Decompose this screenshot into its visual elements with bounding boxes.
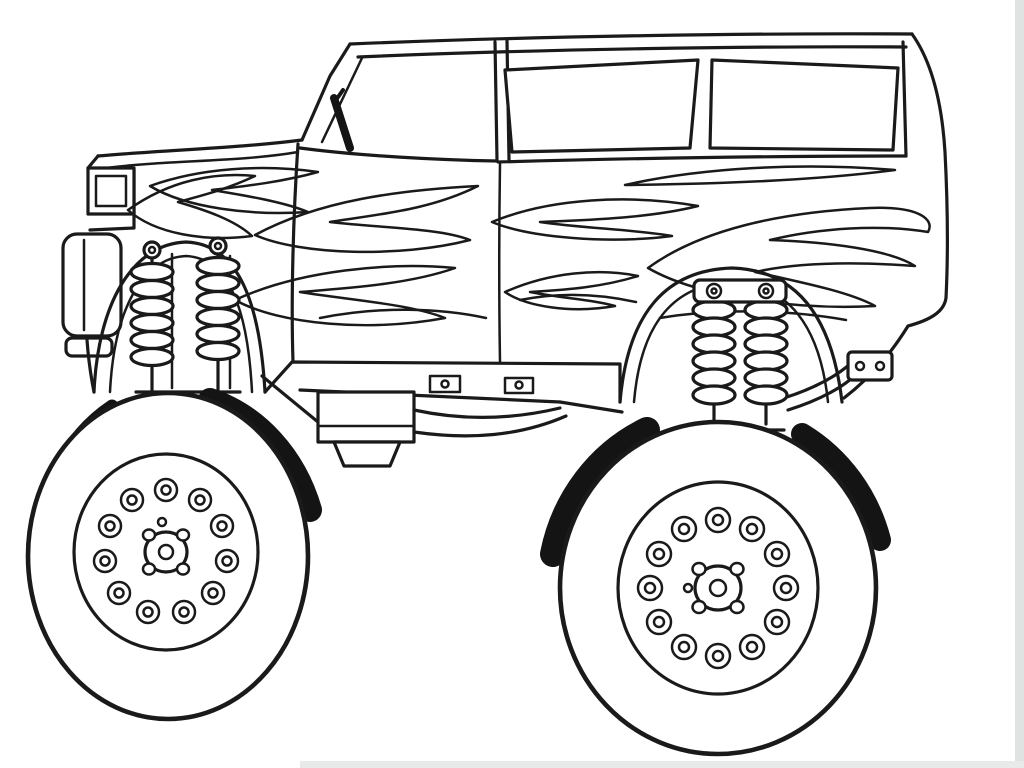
flame-accent-2 xyxy=(518,293,638,304)
flame-rear-top xyxy=(623,165,897,187)
rear-mount-bolt-2 xyxy=(757,282,775,300)
flame-mid-body xyxy=(490,198,700,241)
front-wheel xyxy=(25,390,311,722)
roof-line-outer xyxy=(348,32,914,46)
roof-line-inner xyxy=(356,45,908,59)
rear-suspension xyxy=(691,278,789,432)
cross-member-upper xyxy=(412,406,562,419)
front-face xyxy=(86,154,100,170)
mirror-stroke xyxy=(330,94,354,152)
frame-bracket-1 xyxy=(428,374,462,394)
rocker-line xyxy=(263,360,622,404)
front-suspension xyxy=(129,236,242,394)
front-mount-1 xyxy=(142,240,162,260)
rear-wheel-shadow-right xyxy=(791,423,891,551)
scan-edge-right xyxy=(1015,0,1024,768)
flame-mid-lower xyxy=(503,270,640,311)
a-pillar-inner xyxy=(320,56,364,144)
cross-member-lower xyxy=(412,414,568,438)
front-bumper xyxy=(61,232,123,338)
undercarriage xyxy=(260,350,894,468)
rear-mount-bolt-1-inner xyxy=(710,287,718,295)
flame-decals xyxy=(126,165,931,327)
side-window-rear xyxy=(708,58,900,152)
b-pillar-front xyxy=(493,40,499,162)
beltline-front xyxy=(298,146,499,163)
rear-mount-bolt-1 xyxy=(705,282,723,300)
rear-bracket-bolt-2 xyxy=(874,360,886,372)
front-hub xyxy=(141,516,191,576)
frame-bracket-2 xyxy=(503,376,535,395)
front-coil-spring-1 xyxy=(129,261,175,368)
flame-front-fender xyxy=(126,173,257,240)
headlight-inner xyxy=(94,174,128,208)
rear-wheel-arch-outer xyxy=(618,266,844,404)
front-wheel-arch-outer xyxy=(92,240,267,394)
front-lug-nuts xyxy=(92,477,240,625)
transfer-case xyxy=(316,390,416,444)
rear-hub xyxy=(682,561,745,615)
rear-wheel-shadow-left xyxy=(540,417,660,567)
rear-mount-bolt-2-inner xyxy=(762,287,770,295)
beltline-rear xyxy=(496,154,908,164)
rear-slope xyxy=(906,32,949,328)
front-mount-2 xyxy=(208,236,228,256)
rear-bracket-bolt-1 xyxy=(854,360,866,372)
front-coil-spring-2 xyxy=(195,255,241,362)
front-mount-1-bolt xyxy=(147,245,157,255)
rear-lug-nuts xyxy=(636,506,800,670)
flame-hood xyxy=(148,166,320,215)
door-seam xyxy=(498,162,502,364)
rear-wheel xyxy=(557,419,879,757)
flame-door-lower xyxy=(233,264,457,327)
flame-rear-quarter xyxy=(646,206,931,308)
driveshaft xyxy=(558,400,624,414)
bracket-bolt-2 xyxy=(514,380,524,390)
front-mount-2-bolt xyxy=(213,241,223,251)
truck-body xyxy=(61,32,949,404)
hood-top-line xyxy=(96,138,304,158)
rear-bracket xyxy=(846,350,894,382)
a-pillar xyxy=(300,42,352,142)
rear-coil-spring-2 xyxy=(743,299,789,406)
bracket-bolt-1 xyxy=(440,379,450,389)
rear-coil-spring-1 xyxy=(691,299,737,406)
skid-plate xyxy=(332,440,402,468)
rear-pillar xyxy=(901,40,908,158)
side-window-front xyxy=(503,58,700,154)
scan-edge-bottom xyxy=(300,761,1024,768)
hood-edge-line xyxy=(104,150,300,170)
flame-accent-1 xyxy=(318,308,488,320)
frame-diagonal-front xyxy=(260,374,320,424)
mirror-arm xyxy=(334,88,345,102)
cab-seam xyxy=(290,142,300,364)
flame-door-upper xyxy=(253,184,480,254)
front-wheel-arch-inner xyxy=(108,254,254,394)
